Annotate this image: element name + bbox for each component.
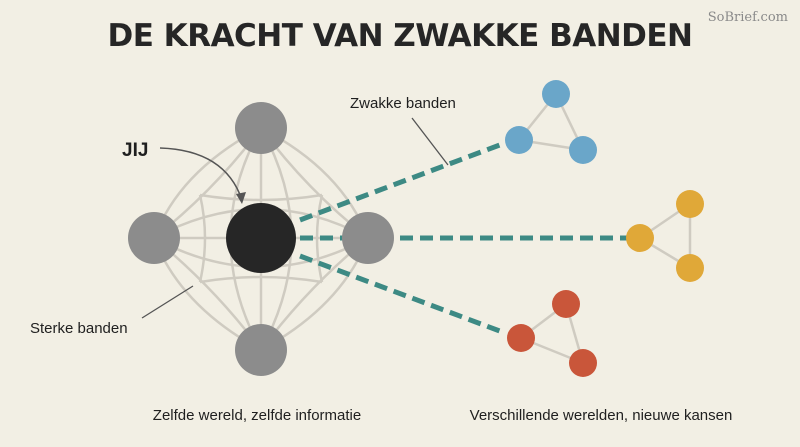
blue-node xyxy=(569,136,597,164)
red-node xyxy=(507,324,535,352)
yellow-cluster xyxy=(626,190,704,282)
right-caption: Verschillende werelden, nieuwe kansen xyxy=(470,407,733,424)
blue-node xyxy=(505,126,533,154)
weak-tie-blue xyxy=(299,140,506,223)
strong-tie-nodes xyxy=(128,102,394,376)
weak-ties xyxy=(299,140,630,336)
node-top xyxy=(235,102,287,154)
node-bottom xyxy=(235,324,287,376)
you-arrowhead xyxy=(236,192,246,204)
node-left xyxy=(128,212,180,264)
red-node xyxy=(552,290,580,318)
left-caption: Zelfde wereld, zelfde informatie xyxy=(153,407,361,424)
blue-cluster xyxy=(505,80,597,164)
yellow-node xyxy=(676,254,704,282)
red-node xyxy=(569,349,597,377)
page-title: DE KRACHT VAN ZWAKKE BANDEN xyxy=(107,18,693,54)
strong-ties-label: Sterke banden xyxy=(30,320,128,337)
yellow-node xyxy=(676,190,704,218)
watermark: SoBrief.com xyxy=(707,10,788,25)
weak-ties-label: Zwakke banden xyxy=(350,95,456,112)
you-node xyxy=(226,203,296,273)
node-right xyxy=(342,212,394,264)
yellow-node xyxy=(626,224,654,252)
you-label: JIJ xyxy=(122,140,148,161)
you-arrow xyxy=(159,147,243,201)
weak-ties-leader xyxy=(411,117,449,166)
red-cluster xyxy=(507,290,597,377)
blue-node xyxy=(542,80,570,108)
strong-ties-leader xyxy=(141,285,194,319)
weak-tie-red xyxy=(299,253,506,336)
